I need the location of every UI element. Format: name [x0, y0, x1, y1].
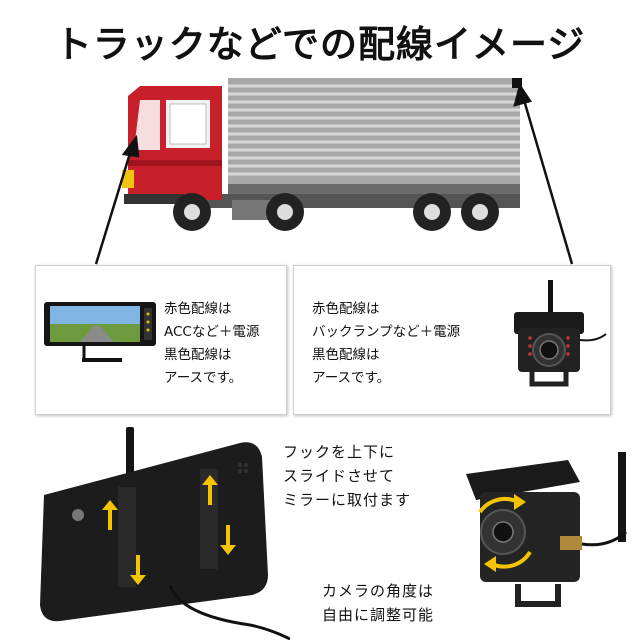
camera-image — [514, 280, 607, 387]
text-line: アースです。 — [164, 370, 243, 386]
text-line: ACCなど＋電源 — [164, 324, 260, 340]
monitor-image — [44, 302, 156, 362]
slide-arrows — [102, 475, 236, 585]
camera-wiring-panel: 赤色配線は バックランプなど＋電源 黒色配線は アースです。 — [293, 265, 611, 415]
text-line: 黒色配線は — [312, 347, 380, 363]
truck-cab — [122, 86, 222, 204]
monitor-wiring-panel: 赤色配線は ACCなど＋電源 黒色配線は アースです。 — [35, 265, 287, 415]
caption-line: カメラの角度は — [322, 582, 435, 600]
text-line: 赤色配線は — [312, 301, 380, 317]
camera-mount-point — [512, 78, 522, 88]
text-line: バックランプなど＋電源 — [312, 324, 461, 340]
mirror-mount-caption: フックを上下に スライドさせて ミラーに取付ます — [283, 440, 411, 512]
mirror-monitor-back — [40, 427, 290, 640]
camera-wiring-text: 赤色配線は バックランプなど＋電源 黒色配線は アースです。 — [312, 298, 460, 390]
caption-line: スライドさせて — [283, 467, 396, 485]
wheels — [173, 193, 499, 231]
caption-line: ミラーに取付ます — [283, 491, 412, 509]
text-line: アースです。 — [312, 370, 391, 386]
pointer-arrows — [94, 82, 574, 265]
caption-line: 自由に調整可能 — [322, 606, 435, 624]
camera-angle-image — [466, 452, 627, 607]
trailer — [228, 78, 522, 194]
camera-angle-caption: カメラの角度は 自由に調整可能 — [322, 579, 434, 627]
monitor-wiring-text: 赤色配線は ACCなど＋電源 黒色配線は アースです。 — [164, 298, 259, 390]
caption-line: フックを上下に — [283, 443, 396, 461]
page-title: トラックなどでの配線イメージ — [54, 23, 586, 66]
text-line: 赤色配線は — [164, 301, 232, 317]
text-line: 黒色配線は — [164, 347, 232, 363]
